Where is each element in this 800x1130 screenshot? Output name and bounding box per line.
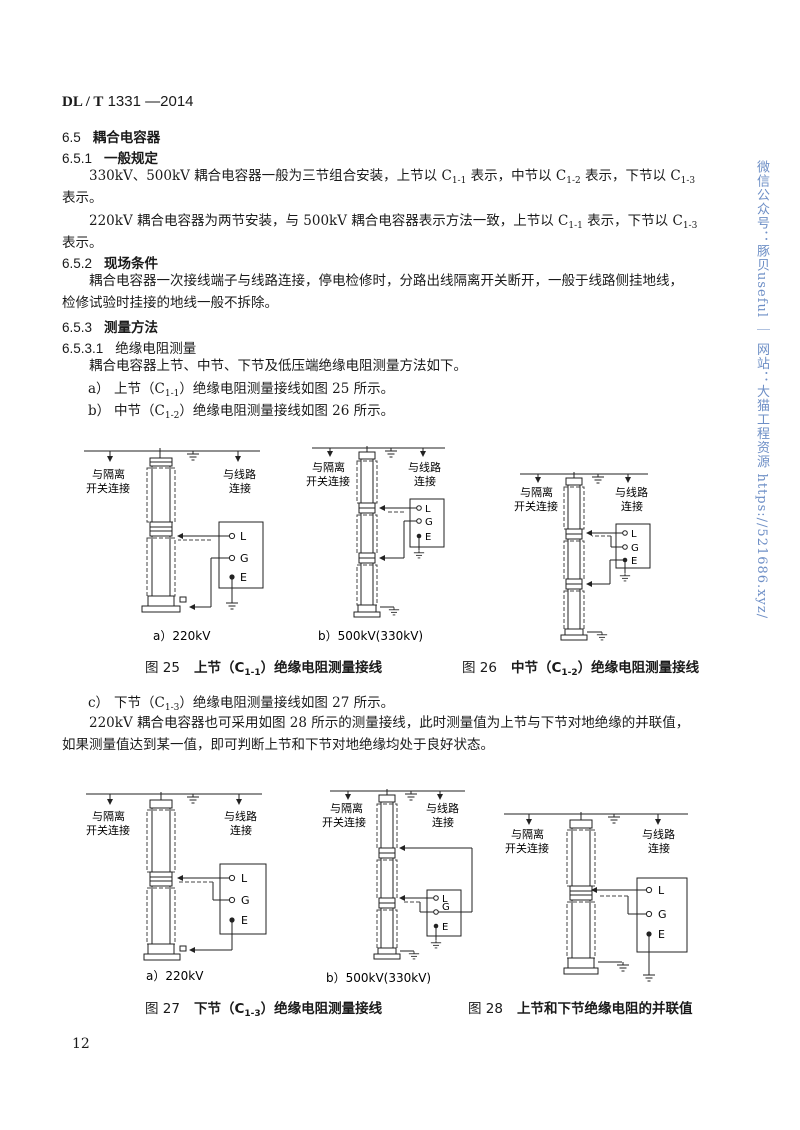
svg-text:与隔离: 与隔离 <box>520 485 553 499</box>
svg-text:与线路: 与线路 <box>426 801 459 815</box>
svg-text:L: L <box>442 894 448 905</box>
svg-text:连接: 连接 <box>414 475 436 488</box>
svg-text:与隔离: 与隔离 <box>312 460 345 474</box>
svg-text:L: L <box>631 529 637 540</box>
svg-text:连接: 连接 <box>230 824 252 837</box>
svg-text:E: E <box>658 928 665 941</box>
svg-text:L: L <box>425 504 431 515</box>
paragraph-measurement-intro: 耦合电容器上节、中节、下节及低压端绝缘电阻测量方法如下。 <box>89 358 467 374</box>
svg-text:连接: 连接 <box>648 842 670 855</box>
svg-text:与线路: 与线路 <box>615 485 648 499</box>
page-number: 12 <box>72 1036 90 1052</box>
paragraph-sections-330-500kv: 330kV、500kV 耦合电容器一般为三节组合安装，上节以 C1-1 表示，中… <box>62 168 696 206</box>
svg-text:E: E <box>240 571 247 584</box>
document-header: DL / T 1331 —2014 <box>62 93 194 111</box>
svg-text:开关连接: 开关连接 <box>322 815 366 829</box>
svg-text:L: L <box>241 872 248 885</box>
svg-text:G: G <box>425 517 433 528</box>
svg-text:开关连接: 开关连接 <box>505 841 549 855</box>
svg-text:E: E <box>442 922 448 933</box>
standard-prefix: DL / T <box>62 94 104 110</box>
watermark-text: 微信公众号：豚贝useful ｜ 网站：大猫工程资源 https://52168… <box>754 160 769 620</box>
svg-text:G: G <box>240 552 249 565</box>
list-item-a: a）上节（C1-1）绝缘电阻测量接线如图 25 所示。 <box>88 381 395 399</box>
svg-text:G: G <box>658 908 667 921</box>
svg-text:开关连接: 开关连接 <box>86 481 130 495</box>
svg-text:开关连接: 开关连接 <box>514 499 558 513</box>
svg-text:a）220kV: a）220kV <box>146 969 204 983</box>
svg-text:连接: 连接 <box>432 816 454 829</box>
figure-25b-diagram: 与隔离 开关连接 与线路 连接 L G E b）500kV(330kV) <box>306 446 445 643</box>
svg-text:与线路: 与线路 <box>408 460 441 474</box>
svg-text:G: G <box>241 894 250 907</box>
svg-text:E: E <box>425 532 431 543</box>
standard-number: 1331 —2014 <box>107 93 194 110</box>
paragraph-sections-220kv: 220kV 耦合电容器为两节安装，与 500kV 耦合电容器表示方法一致，上节以… <box>62 213 698 251</box>
svg-text:E: E <box>631 556 637 567</box>
svg-text:b）500kV(330kV): b）500kV(330kV) <box>318 629 423 643</box>
figure-26-diagram: 与隔离 开关连接 与线路 连接 L G E <box>514 472 651 641</box>
list-item-b: b）中节（C1-2）绝缘电阻测量接线如图 26 所示。 <box>88 403 395 421</box>
svg-text:与隔离: 与隔离 <box>92 809 125 823</box>
svg-text:连接: 连接 <box>229 482 251 495</box>
svg-text:开关连接: 开关连接 <box>86 823 130 837</box>
svg-text:与线路: 与线路 <box>223 467 256 481</box>
svg-text:与隔离: 与隔离 <box>330 801 363 815</box>
svg-text:G: G <box>631 543 639 554</box>
figure-27a-diagram: 与隔离 开关连接 与线路 连接 L G E a）220kV <box>86 792 267 983</box>
svg-text:L: L <box>240 530 247 543</box>
svg-text:L: L <box>658 884 665 897</box>
svg-text:开关连接: 开关连接 <box>306 474 350 488</box>
figure-25a-diagram: 与隔离 开关连接 与线路 连接 L G E a）220kV <box>84 448 264 643</box>
svg-text:E: E <box>241 914 248 927</box>
figure-28-diagram: 与隔离 开关连接 与线路 连接 L G E <box>504 812 688 982</box>
paragraph-parallel-measurement: 220kV 耦合电容器也可采用如图 28 所示的测量接线，此时测量值为上节与下节… <box>62 715 690 753</box>
svg-text:与线路: 与线路 <box>642 827 675 841</box>
svg-text:a）220kV: a）220kV <box>153 629 211 643</box>
list-item-c: c）下节（C1-3）绝缘电阻测量接线如图 27 所示。 <box>88 695 395 713</box>
svg-text:连接: 连接 <box>621 500 643 513</box>
figure-27b-diagram: 与隔离 开关连接 与线路 连接 L G E b）500kV(330kV) <box>322 789 473 985</box>
svg-text:与隔离: 与隔离 <box>511 827 544 841</box>
paragraph-site-conditions: 耦合电容器一次接线端子与线路连接，停电检修时，分路出线隔离开关断开，一般于线路侧… <box>62 273 683 311</box>
svg-text:与隔离: 与隔离 <box>92 467 125 481</box>
svg-text:G: G <box>442 902 450 913</box>
svg-text:b）500kV(330kV): b）500kV(330kV) <box>326 971 431 985</box>
svg-text:与线路: 与线路 <box>224 809 257 823</box>
